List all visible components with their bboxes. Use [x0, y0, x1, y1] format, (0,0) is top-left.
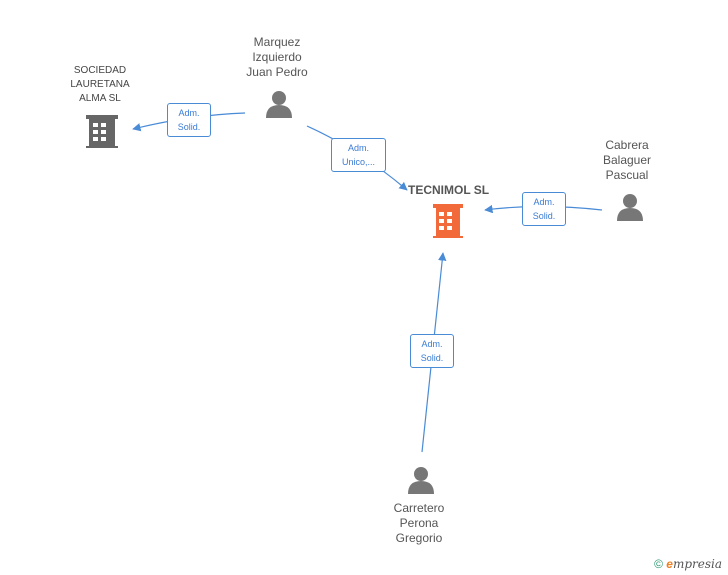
carretero-person-icon[interactable] — [408, 467, 434, 494]
edge-label-carretero-tecnimol[interactable]: Adm. Solid. — [410, 334, 454, 368]
copyright-symbol: © — [654, 557, 663, 571]
carretero-label[interactable]: Carretero Perona Gregorio — [393, 501, 445, 545]
edge-label-marquez-sociedad[interactable]: Adm. Solid. — [167, 103, 211, 137]
edge-label-cabrera-tecnimol[interactable]: Adm. Solid. — [522, 192, 566, 226]
cabrera-label[interactable]: Cabrera Balaguer Pascual — [602, 138, 652, 182]
marquez-label[interactable]: Marquez Izquierdo Juan Pedro — [246, 35, 308, 79]
brand-initial: e — [666, 557, 673, 571]
brand-name: mpresia — [672, 557, 722, 571]
tecnimol-building-icon[interactable] — [433, 204, 463, 238]
marquez-person-icon[interactable] — [266, 91, 292, 118]
tecnimol-label[interactable]: TECNIMOL SL — [408, 183, 490, 197]
sociedad-building-icon[interactable] — [86, 115, 118, 148]
sociedad-label[interactable]: SOCIEDAD LAURETANA ALMA SL — [70, 65, 130, 104]
edge-label-marquez-tecnimol[interactable]: Adm. Unico,... — [331, 138, 386, 172]
footer-brand: © empresia — [654, 557, 722, 571]
cabrera-person-icon[interactable] — [617, 194, 643, 221]
